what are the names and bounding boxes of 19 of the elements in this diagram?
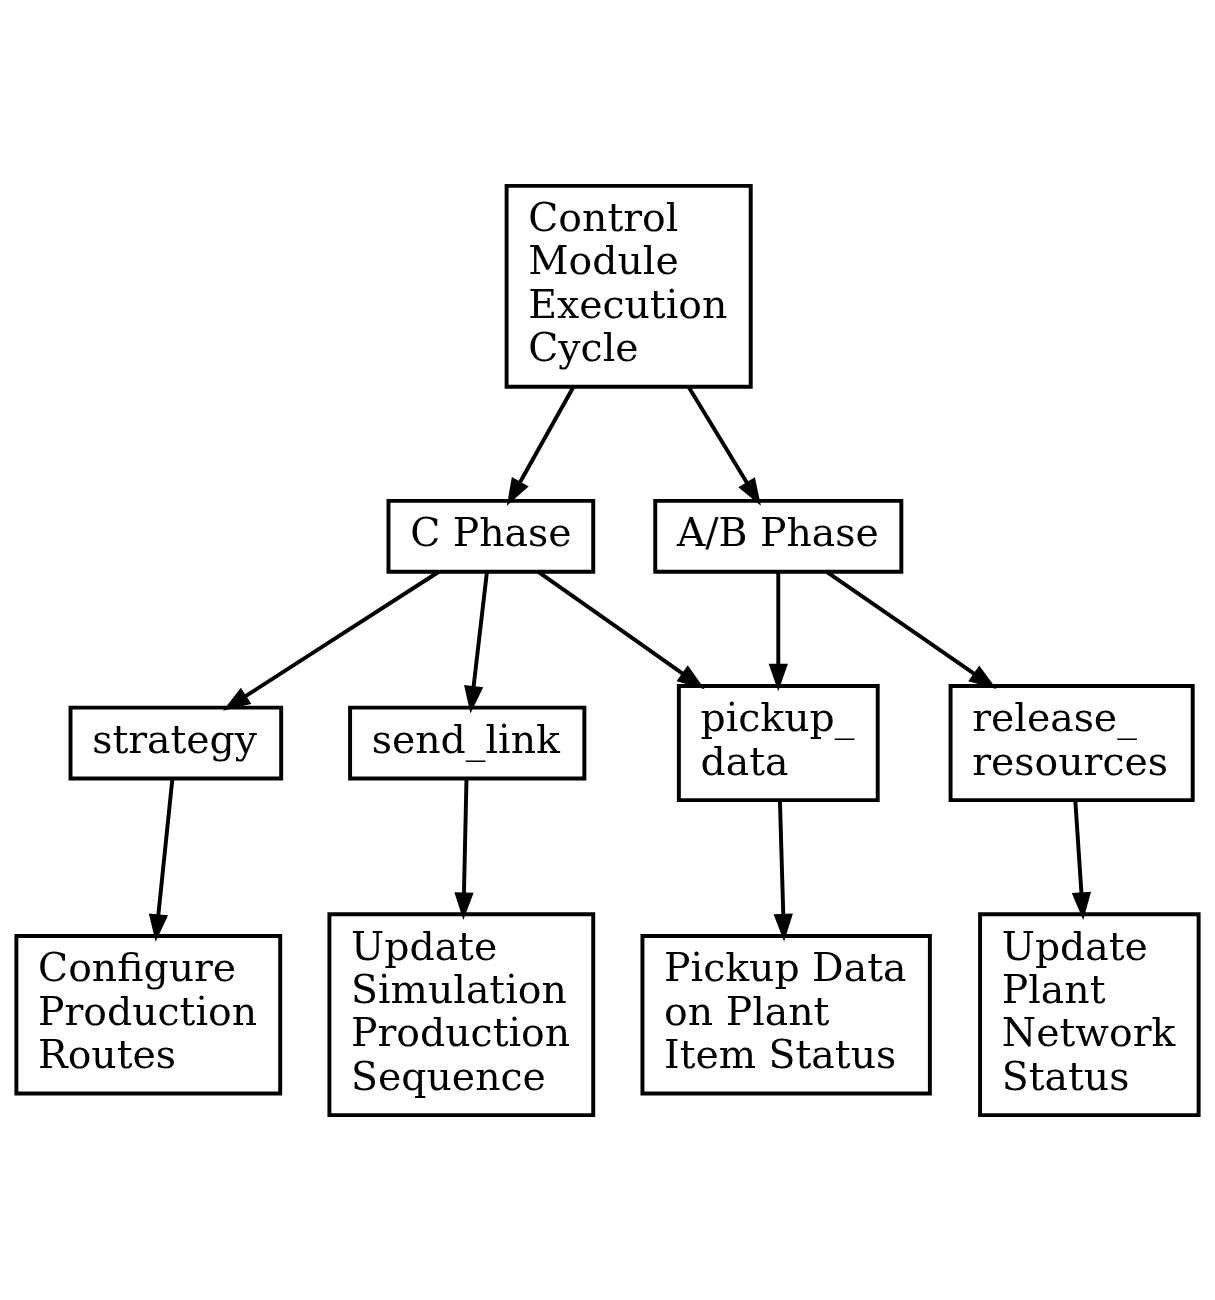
arrow [148, 778, 175, 942]
node-box: Control Module Execution Cycle [504, 183, 753, 389]
node-box: Pickup Data on Plant Item Status [640, 933, 932, 1095]
node-box: C Phase [386, 498, 596, 574]
arrow [454, 778, 474, 920]
node-box: pickup_ data [676, 683, 880, 802]
node-box: release_ resources [948, 683, 1195, 802]
arrow [1071, 799, 1092, 920]
arrow [686, 385, 761, 506]
arrow [768, 571, 788, 691]
node-box: A/B Phase [653, 498, 904, 574]
arrow [773, 799, 793, 941]
arrow [464, 571, 489, 713]
node-box: send_link [348, 705, 587, 780]
node-box: strategy [68, 705, 284, 780]
node-box: Update Simulation Production Sequence [327, 911, 596, 1117]
node-box: Configure Production Routes [14, 933, 283, 1095]
arrow [506, 385, 576, 506]
node-box: Update Plant Network Status [978, 911, 1201, 1117]
